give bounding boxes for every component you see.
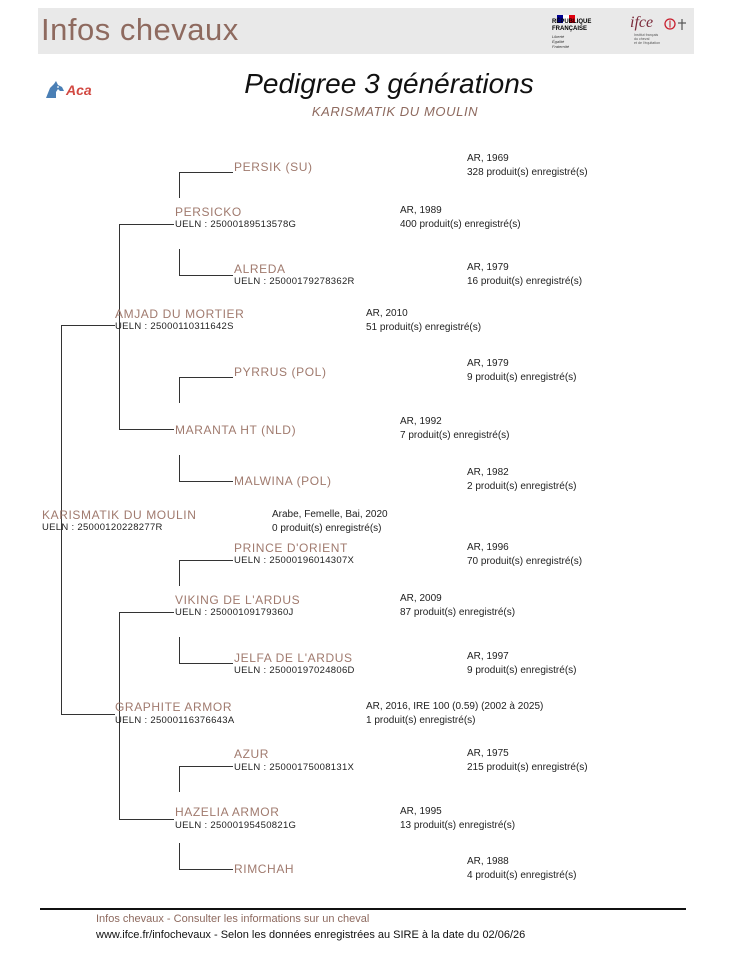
- horse-name-dam-sire-dam: JELFA DE L'ARDUS: [234, 651, 353, 665]
- connector-line: [179, 275, 233, 276]
- connector-line: [179, 766, 233, 767]
- french-flag-icon: [557, 10, 575, 23]
- connector-line: [179, 663, 233, 664]
- horse-ueln-sire-sire: UELN : 25000189513578G: [175, 219, 297, 230]
- horse-name-sire-dam-sire: PYRRUS (POL): [234, 365, 327, 379]
- horse-name-dam-sire: VIKING DE L'ARDUS: [175, 593, 301, 607]
- horse-ueln-dam-sire-sire: UELN : 25000196014307X: [234, 555, 355, 566]
- connector-line: [179, 560, 233, 561]
- connector-line: [61, 325, 115, 326]
- rf-logo-text: RÉPUBLIQUE FRANÇAISE: [552, 19, 592, 32]
- horse-name-subject: KARISMATIK DU MOULIN: [42, 508, 197, 522]
- ifce-emblem-icon: [664, 18, 686, 30]
- horse-ueln-dam-sire: UELN : 25000109179360J: [175, 607, 294, 618]
- connector-line: [119, 819, 174, 820]
- connector-line: [179, 172, 180, 198]
- horse-ueln-dam-sire-dam: UELN : 25000197024806D: [234, 665, 355, 676]
- document-title: Pedigree 3 générations: [244, 68, 534, 99]
- connector-line: [179, 455, 180, 481]
- aca-logo: Aca: [44, 80, 108, 102]
- horse-name-sire-dam-dam: MALWINA (POL): [234, 474, 332, 488]
- horse-name-dam-dam-dam: RIMCHAH: [234, 862, 295, 876]
- connector-line: [179, 377, 180, 403]
- connector-line: [179, 172, 233, 173]
- horse-ueln-dam: UELN : 25000116376643A: [115, 715, 235, 726]
- rf-logo-motto: Liberté Égalité Fraternité: [552, 34, 570, 49]
- connector-line: [179, 637, 180, 663]
- horse-ueln-subject: UELN : 25000120228277R: [42, 522, 163, 533]
- connector-line: [61, 325, 62, 715]
- horse-head-icon: [46, 81, 64, 98]
- connector-line: [179, 766, 180, 792]
- horse-ueln-sire-sire-dam: UELN : 25000179278362R: [234, 276, 355, 287]
- footer-divider: [40, 908, 686, 910]
- horse-name-dam-sire-sire: PRINCE D'ORIENT: [234, 541, 348, 555]
- document-subject: KARISMATIK DU MOULIN: [311, 104, 479, 119]
- connector-line: [61, 714, 115, 715]
- horse-info-dam: AR, 2016, IRE 100 (0.59) (2002 à 2025)1 …: [366, 701, 544, 726]
- connector-line: [179, 249, 180, 275]
- connector-line: [119, 224, 120, 430]
- horse-name-sire-dam: MARANTA HT (NLD): [175, 423, 297, 437]
- header-bar: [38, 8, 694, 54]
- horse-name-sire-sire-dam: ALREDA: [234, 262, 286, 276]
- footer-line-1: Infos chevaux - Consulter les informatio…: [96, 913, 370, 925]
- horse-name-dam-dam: HAZELIA ARMOR: [175, 805, 280, 819]
- ifce-logo-subtitle: Institut français du cheval et de l'équi…: [634, 33, 661, 45]
- horse-ueln-dam-dam: UELN : 25000195450821G: [175, 820, 297, 831]
- ifce-logo-word: ifce: [630, 14, 654, 31]
- connector-line: [119, 612, 120, 820]
- connector-line: [179, 869, 233, 870]
- horse-name-dam-dam-sire: AZUR: [234, 747, 270, 761]
- horse-name-dam: GRAPHITE ARMOR: [115, 700, 233, 714]
- connector-line: [119, 612, 174, 613]
- connector-line: [179, 481, 233, 482]
- horse-ueln-sire: UELN : 25000110311642S: [115, 321, 234, 332]
- connector-line: [179, 377, 233, 378]
- footer-line-2: www.ifce.fr/infochevaux - Selon les donn…: [96, 929, 526, 941]
- connector-line: [119, 224, 174, 225]
- horse-ueln-dam-dam-sire: UELN : 25000175008131X: [234, 762, 355, 773]
- connector-line: [119, 429, 174, 430]
- republique-francaise-logo: RÉPUBLIQUE FRANÇAISE Liberté Égalité Fra…: [548, 8, 612, 52]
- aca-logo-text: Aca: [66, 82, 92, 98]
- ifce-logo: ifce Institut français du cheval et de l…: [630, 14, 692, 50]
- connector-line: [179, 843, 180, 869]
- horse-name-sire-sire-sire: PERSIK (SU): [234, 160, 313, 174]
- site-title: Infos chevaux: [41, 12, 239, 47]
- horse-name-sire-sire: PERSICKO: [175, 205, 242, 219]
- horse-name-sire: AMJAD DU MORTIER: [115, 307, 245, 321]
- connector-line: [179, 560, 180, 586]
